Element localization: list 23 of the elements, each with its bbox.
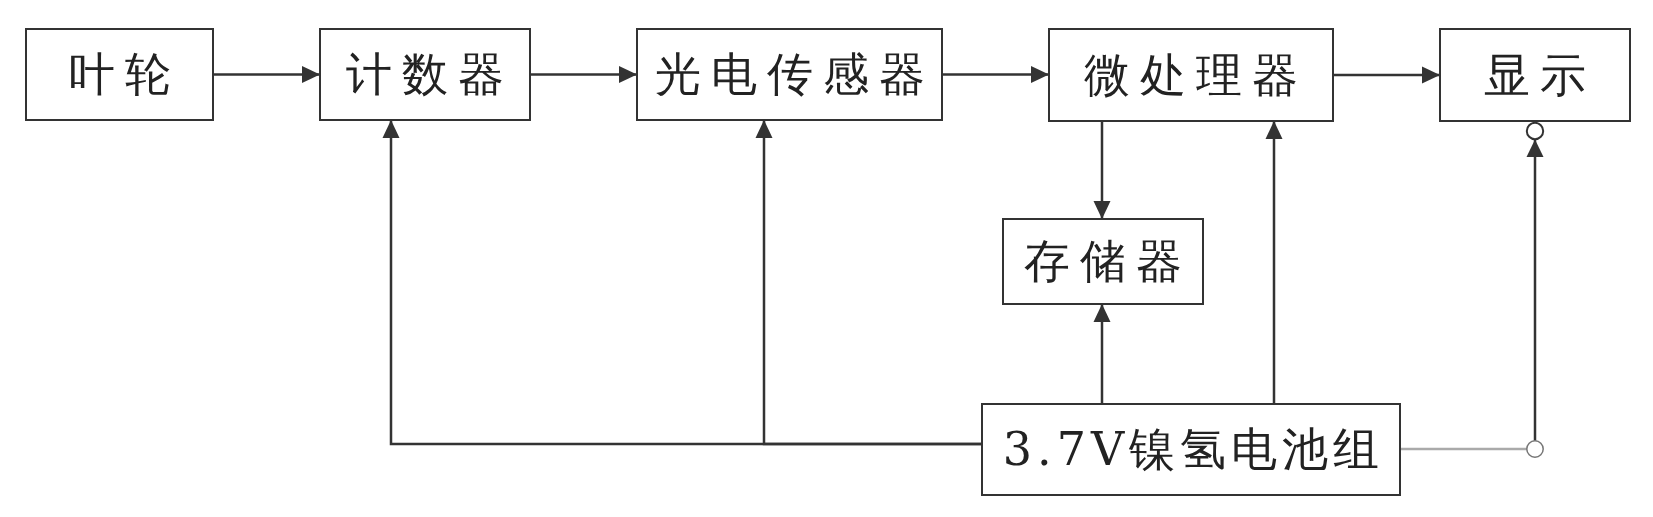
arrow bbox=[1401, 122, 1545, 458]
arrow bbox=[531, 66, 637, 83]
arrow bbox=[214, 66, 320, 83]
label-text: 微处理器 bbox=[1083, 49, 1308, 101]
process-box bbox=[1048, 28, 1334, 122]
arrow bbox=[382, 120, 981, 446]
label-text: 光电传感器 bbox=[653, 49, 935, 100]
arrow bbox=[1334, 66, 1440, 84]
label-text: 存储器 bbox=[1023, 236, 1192, 287]
process-box bbox=[636, 28, 943, 121]
label-text: 3.7V镍氢电池组 bbox=[1001, 424, 1385, 475]
arrow bbox=[1093, 122, 1111, 219]
process-box bbox=[1002, 218, 1204, 305]
label-text: 计数器 bbox=[345, 49, 514, 100]
arrow bbox=[1093, 304, 1111, 403]
label-text: 显示 bbox=[1483, 49, 1596, 101]
label-text: 叶轮 bbox=[67, 49, 181, 100]
process-box bbox=[25, 28, 214, 121]
process-box bbox=[319, 28, 531, 121]
process-box bbox=[981, 403, 1401, 496]
arrow bbox=[943, 66, 1049, 83]
arrow bbox=[1265, 121, 1283, 403]
process-box bbox=[1439, 28, 1631, 122]
